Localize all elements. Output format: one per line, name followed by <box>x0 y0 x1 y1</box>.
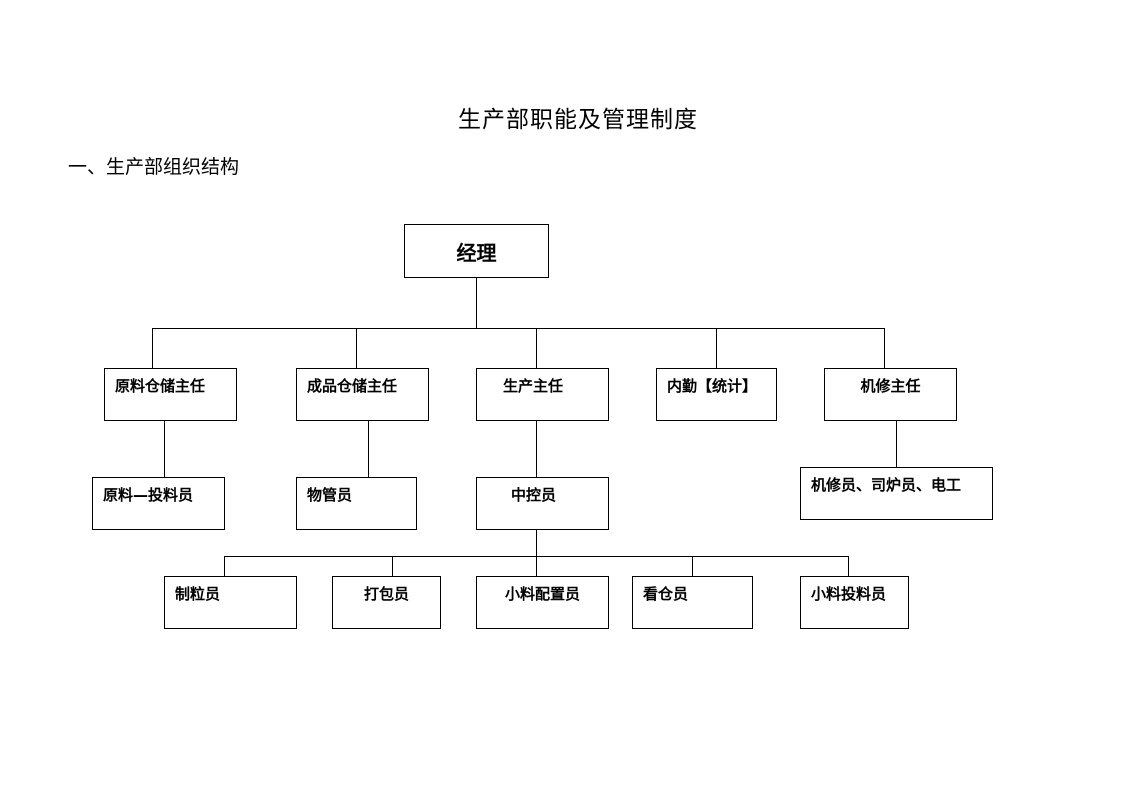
document-title: 生产部职能及管理制度 <box>458 107 698 133</box>
maintenance-supervisor-box: 机修主任 <box>824 368 957 421</box>
manager-box: 经理 <box>404 224 549 278</box>
raw-material-warehouse-supervisor-box: 原料仓储主任 <box>104 368 237 421</box>
materials-keeper-box: 物管员 <box>296 477 417 530</box>
silo-watcher-box: 看仓员 <box>632 576 753 629</box>
production-supervisor-box: 生产主任 <box>476 368 609 421</box>
mechanic-boiler-electrician-box: 机修员、司炉员、电工 <box>800 467 993 520</box>
pelletizer-operator-box: 制粒员 <box>164 576 297 629</box>
central-control-operator-box: 中控员 <box>476 477 609 530</box>
micro-ingredient-feeder-box: 小料投料员 <box>800 576 909 629</box>
packer-box: 打包员 <box>332 576 441 629</box>
finished-goods-warehouse-supervisor-box: 成品仓储主任 <box>296 368 429 421</box>
micro-ingredient-mixer-box: 小料配置员 <box>476 576 609 629</box>
raw-material-feeder-box: 原料—投料员 <box>92 477 225 530</box>
office-statistics-box: 内勤【统计】 <box>656 368 777 421</box>
section-heading: 一、生产部组织结构 <box>68 156 240 178</box>
